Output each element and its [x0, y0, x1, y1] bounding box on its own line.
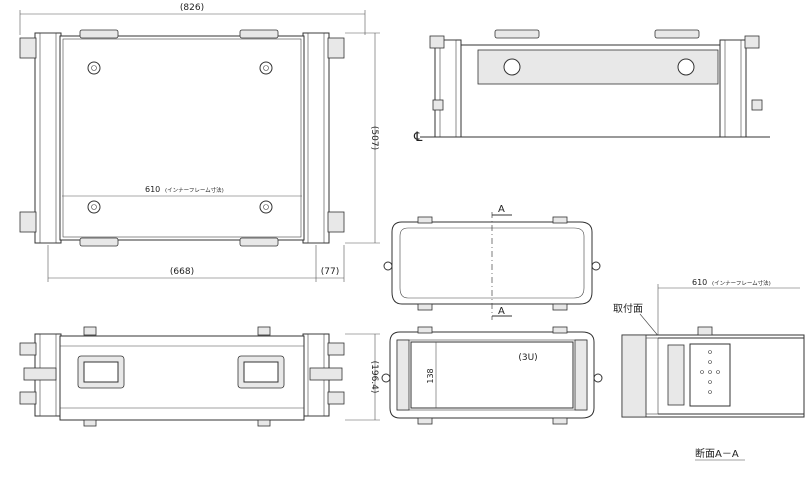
section-marker-bottom: A [498, 306, 505, 317]
latch-right [309, 367, 343, 381]
rack-units: (3U) [518, 353, 537, 363]
rack-opening [410, 341, 574, 409]
dim-overall-width: (826) [180, 3, 204, 13]
bolt-icon [259, 200, 273, 214]
open-view: 138 (3U) [381, 326, 603, 425]
top-left-clamp [19, 37, 37, 59]
rack-rail-left [396, 339, 410, 411]
top-view: (826) 610 (インナーフレーム寸法) [19, 3, 380, 282]
section-dim-frame-note: (インナーフレーム寸法) [712, 279, 771, 287]
dim-rack-height: 138 [426, 368, 435, 383]
section-view: 610 (インナーフレーム寸法) 取付面 断面A－A [613, 278, 805, 461]
side-right-frame [719, 39, 747, 138]
side-handle-right [654, 29, 700, 39]
dim-frame-note: (インナーフレーム寸法) [165, 186, 224, 194]
dim-depth: (507) [369, 126, 379, 150]
section-dim-frame: 610 [692, 278, 707, 287]
dim-frame: 610 [145, 185, 160, 194]
section-caption: 断面A－A [695, 447, 739, 460]
handle-top-left [79, 29, 119, 39]
top-right-clamp [327, 37, 345, 59]
label-mount-surface: 取付面 [613, 302, 643, 315]
side-handle-left [494, 29, 540, 39]
section-panel [689, 343, 731, 407]
section-left-frame [621, 334, 647, 418]
dim-offset: (77) [321, 267, 339, 277]
bolt-icon [87, 61, 101, 75]
dim-height: (196.4) [369, 361, 379, 394]
bottom-left-clamp [19, 211, 37, 233]
end-shell [391, 221, 593, 305]
bolt-icon [259, 61, 273, 75]
bolt-icon [87, 200, 101, 214]
front-view: (196.4) [19, 326, 380, 427]
panel-holes [700, 350, 720, 394]
side-left-frame [434, 39, 462, 138]
rail-hole-left [503, 58, 521, 76]
handle-top-right [239, 29, 279, 39]
side-view: ℄ [413, 29, 770, 145]
bottom-right-clamp [327, 211, 345, 233]
dim-inner-width: (668) [170, 267, 194, 277]
handle-bottom-left [79, 237, 119, 247]
left-side-frame [34, 32, 62, 244]
centerline-mark: ℄ [413, 130, 423, 145]
rail-hole-right [677, 58, 695, 76]
handle-bottom-right [239, 237, 279, 247]
latch-left [23, 367, 57, 381]
right-side-frame [302, 32, 330, 244]
section-marker-top: A [498, 204, 505, 215]
rack-rail-right [574, 339, 588, 411]
end-view: A A [383, 204, 601, 320]
